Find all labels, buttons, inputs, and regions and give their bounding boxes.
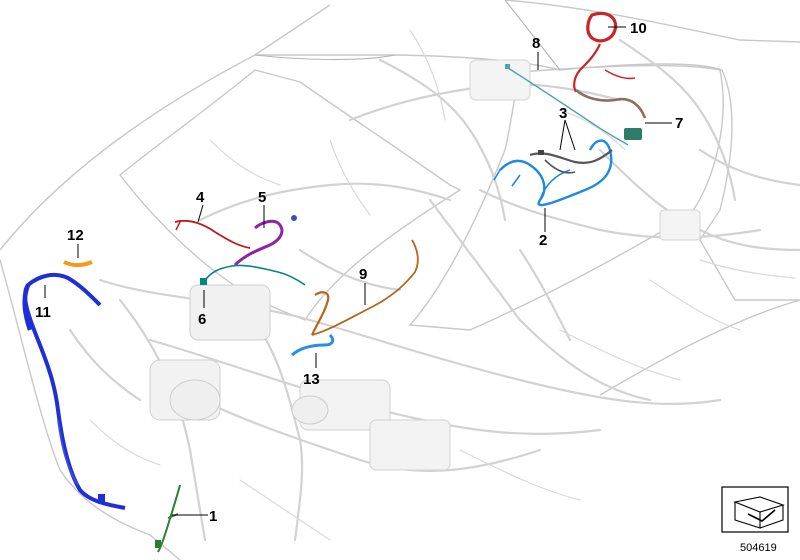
orientation-icon bbox=[721, 486, 789, 533]
harness-9-cable bbox=[311, 239, 419, 336]
harness-2-cable bbox=[499, 139, 613, 207]
harness-13-cable bbox=[291, 333, 335, 357]
harness-4-cable bbox=[174, 219, 251, 249]
callout-9: 9 bbox=[359, 266, 367, 283]
harness-11-cable bbox=[23, 272, 126, 510]
harness-1-cable bbox=[157, 484, 181, 553]
callout-12: 12 bbox=[67, 227, 84, 244]
harness-part-5 bbox=[233, 215, 297, 267]
callout-11: 11 bbox=[35, 304, 51, 321]
callout-10: 10 bbox=[630, 20, 647, 37]
background-wiring-looms bbox=[68, 29, 800, 542]
harness-12-cable bbox=[63, 260, 93, 267]
callout-4: 4 bbox=[196, 189, 205, 206]
callout-3: 3 bbox=[559, 105, 567, 122]
callout-1: 1 bbox=[209, 508, 217, 525]
callout-8: 8 bbox=[532, 35, 540, 52]
harness-part-7 bbox=[624, 128, 642, 140]
callout-13: 13 bbox=[303, 371, 320, 388]
callout-labels: 1 2 3 4 5 6 7 8 9 10 11 12 13 bbox=[35, 20, 683, 525]
harness-part-10 bbox=[573, 11, 647, 119]
harness-part-13 bbox=[291, 333, 335, 357]
callout-2: 2 bbox=[539, 232, 547, 249]
harness-5-cable bbox=[233, 219, 284, 267]
harness-7-module bbox=[624, 128, 642, 140]
harness-part-1 bbox=[155, 484, 181, 553]
harness-part-2 bbox=[493, 139, 613, 207]
callout-6: 6 bbox=[198, 311, 206, 328]
harness-part-4 bbox=[174, 219, 251, 249]
engine-components bbox=[149, 59, 701, 471]
callout-7: 7 bbox=[675, 115, 683, 132]
harness-part-8 bbox=[505, 64, 629, 146]
harness-part-11 bbox=[22, 272, 126, 510]
reference-number: 504619 bbox=[740, 542, 777, 554]
harness-part-9 bbox=[311, 239, 419, 336]
harness-8-cable bbox=[507, 67, 629, 146]
harness-10-cable bbox=[586, 11, 618, 43]
harness-part-12 bbox=[63, 260, 93, 267]
callout-5: 5 bbox=[258, 189, 266, 206]
harness-part-6 bbox=[200, 264, 306, 286]
harness-6-cable bbox=[203, 264, 306, 286]
harness-part-3 bbox=[529, 149, 613, 174]
leader-lines bbox=[44, 26, 672, 516]
